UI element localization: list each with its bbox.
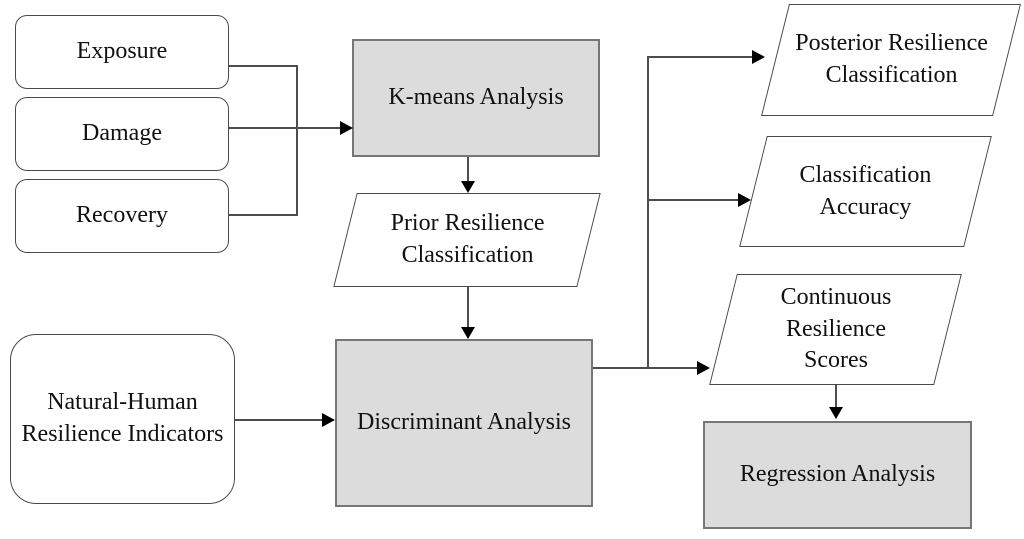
node-continuous-resilience-scores-label: Continuous Resilience Scores	[780, 283, 891, 374]
arrowhead-into-prior	[461, 181, 475, 193]
arrowhead-into-discriminant-top	[461, 327, 475, 339]
node-classification-accuracy-label: Classification Accuracy	[799, 161, 932, 220]
node-prior-resilience-classification: Prior Resilience Classification	[333, 193, 601, 287]
edge-exposure-out-line	[229, 65, 298, 67]
arrowhead-into-posterior	[752, 50, 765, 64]
node-recovery: Recovery	[15, 179, 229, 253]
node-posterior-resilience-classification: Posterior Resilience Classification	[761, 4, 1021, 116]
arrowhead-into-continuous	[697, 361, 710, 375]
edge-continuous-regression-line	[835, 385, 837, 408]
edge-branch-vertical-line	[647, 56, 649, 369]
node-damage: Damage	[15, 97, 229, 171]
edge-discriminant-out-line	[593, 367, 697, 369]
edge-branch-posterior-line	[647, 56, 752, 58]
node-discriminant-analysis-label: Discriminant Analysis	[357, 409, 571, 436]
node-recovery-label: Recovery	[76, 202, 168, 229]
node-regression-analysis-label: Regression Analysis	[739, 461, 936, 488]
edge-damage-kmeans-line	[229, 127, 340, 129]
node-damage-label: Damage	[82, 120, 162, 147]
edge-kmeans-prior-line	[467, 157, 469, 182]
arrowhead-into-regression	[829, 407, 843, 419]
node-posterior-resilience-classification-label: Posterior Resilience Classification	[794, 30, 988, 88]
edge-recovery-out-line	[229, 214, 298, 216]
node-exposure-label: Exposure	[76, 38, 168, 65]
node-kmeans-analysis: K-means Analysis	[352, 39, 600, 157]
arrowhead-into-kmeans	[340, 121, 353, 135]
node-classification-accuracy: Classification Accuracy	[739, 136, 992, 247]
arrowhead-into-classacc	[738, 193, 751, 207]
node-prior-resilience-classification-label: Prior Resilience Classification	[390, 210, 544, 268]
edge-branch-classacc-line	[647, 199, 738, 201]
arrowhead-into-discriminant-left	[322, 413, 335, 427]
node-discriminant-analysis: Discriminant Analysis	[335, 339, 593, 507]
node-regression-analysis: Regression Analysis	[703, 421, 972, 529]
edge-prior-discriminant-line	[467, 287, 469, 327]
node-continuous-resilience-scores: Continuous Resilience Scores	[709, 274, 962, 385]
edge-nhri-discriminant-line	[235, 419, 322, 421]
node-natural-human-resilience-indicators: Natural-Human Resilience Indicators	[10, 334, 235, 504]
node-kmeans-analysis-label: K-means Analysis	[388, 84, 564, 111]
node-natural-human-resilience-indicators-label: Natural-Human Resilience Indicators	[21, 389, 224, 447]
edge-merge-vertical-line	[296, 65, 298, 216]
node-exposure: Exposure	[15, 15, 229, 89]
